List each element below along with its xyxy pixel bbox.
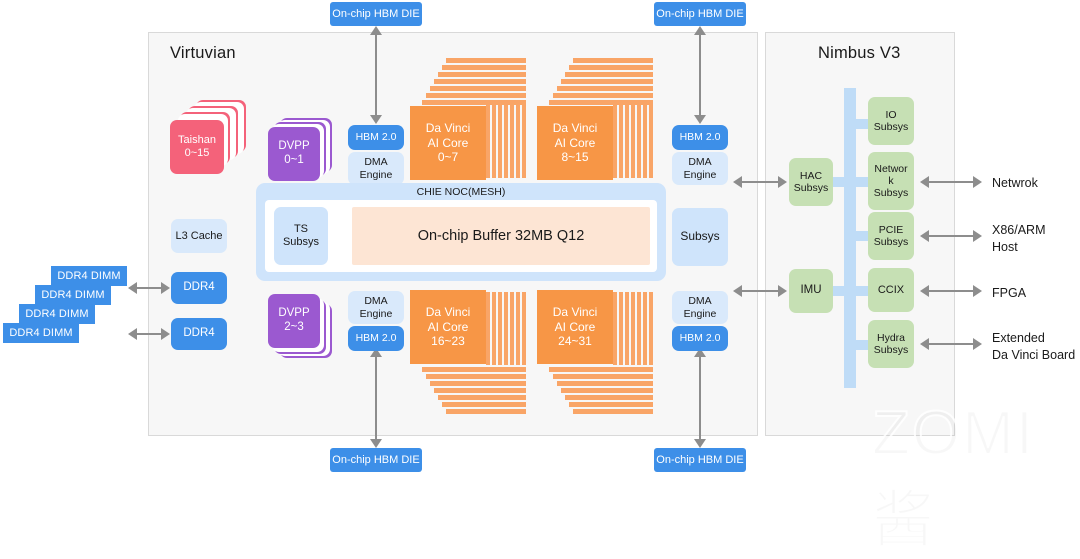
arrow-hbm-bottom-right bbox=[693, 348, 707, 448]
arrow-hbm-bottom-left bbox=[369, 348, 383, 448]
list-item[interactable]: DDR4 DIMM bbox=[51, 266, 127, 286]
arrow-dimm-ddr4-b bbox=[128, 327, 170, 341]
dma-bottom-right[interactable]: DMA Engine bbox=[672, 291, 728, 324]
on-chip-buffer[interactable]: On-chip Buffer 32MB Q12 bbox=[352, 207, 650, 265]
virtuvian-title: Virtuvian bbox=[170, 44, 236, 62]
hbm-bottom-left[interactable]: HBM 2.0 bbox=[348, 326, 404, 351]
io-subsys[interactable]: IO Subsys bbox=[868, 97, 914, 145]
noc-label: CHIE NOC(MESH) bbox=[416, 186, 506, 198]
network-subsys[interactable]: Networ k Subsys bbox=[868, 152, 914, 210]
hbm-die-top-right[interactable]: On-chip HBM DIE bbox=[654, 2, 746, 26]
ai-core-1-stack[interactable]: Da Vinci AI Core 8~15 bbox=[537, 58, 662, 183]
dma-top-left[interactable]: DMA Engine bbox=[348, 152, 404, 185]
hbm-die-top-left[interactable]: On-chip HBM DIE bbox=[330, 2, 422, 26]
ai-core-3-stack[interactable]: Da Vinci AI Core 24~31 bbox=[537, 290, 662, 415]
arrow-hbm-top-right bbox=[693, 26, 707, 124]
nimbus-bus-stub-io bbox=[844, 119, 870, 129]
external-host-label: X86/ARM Host bbox=[992, 223, 1046, 254]
l3-cache[interactable]: L3 Cache bbox=[171, 219, 227, 253]
chie-noc-mesh: CHIE NOC(MESH) TS Subsys On-chip Buffer … bbox=[256, 183, 666, 281]
arrow-extended-external bbox=[920, 337, 982, 351]
hbm-top-left[interactable]: HBM 2.0 bbox=[348, 125, 404, 150]
arrow-virtuvian-imu bbox=[733, 284, 787, 298]
taishan-stack[interactable]: Taishan 0~15 bbox=[170, 100, 248, 176]
hbm-top-right[interactable]: HBM 2.0 bbox=[672, 125, 728, 150]
ddr4-dimm-stack[interactable]: DDR4 DIMM DDR4 DIMM DDR4 DIMM DDR4 DIMM bbox=[2, 266, 147, 346]
hbm-bottom-right[interactable]: HBM 2.0 bbox=[672, 326, 728, 351]
dma-top-right[interactable]: DMA Engine bbox=[672, 152, 728, 185]
ai-core-3-label: Da Vinci AI Core 24~31 bbox=[537, 290, 613, 364]
right-subsys[interactable]: Subsys bbox=[672, 208, 728, 266]
imu[interactable]: IMU bbox=[789, 269, 833, 313]
dvpp-top-label: DVPP 0~1 bbox=[268, 127, 320, 181]
taishan-label: Taishan 0~15 bbox=[170, 120, 224, 174]
ai-core-2-label: Da Vinci AI Core 16~23 bbox=[410, 290, 486, 364]
ddr4-controller-b[interactable]: DDR4 bbox=[171, 318, 227, 350]
external-extended-label: Extended Da Vinci Board bbox=[992, 331, 1076, 362]
ddr4-controller-a[interactable]: DDR4 bbox=[171, 272, 227, 304]
hbm-die-bottom-left[interactable]: On-chip HBM DIE bbox=[330, 448, 422, 472]
dma-bottom-left[interactable]: DMA Engine bbox=[348, 291, 404, 324]
ai-core-1-label: Da Vinci AI Core 8~15 bbox=[537, 106, 613, 180]
hbm-die-bottom-right[interactable]: On-chip HBM DIE bbox=[654, 448, 746, 472]
arrow-dimm-ddr4-a bbox=[128, 281, 170, 295]
nimbus-bus-stub-ccix bbox=[828, 286, 870, 296]
nimbus-title: Nimbus V3 bbox=[818, 44, 901, 62]
nimbus-bus-stub-pcie bbox=[844, 231, 870, 241]
hac-subsys[interactable]: HAC Subsys bbox=[789, 158, 833, 206]
arrow-network-external bbox=[920, 175, 982, 189]
arrow-host-external bbox=[920, 229, 982, 243]
dvpp-bottom-stack[interactable]: DVPP 2~3 bbox=[268, 294, 338, 360]
pcie-subsys[interactable]: PCIE Subsys bbox=[868, 212, 914, 260]
nimbus-bus-stub-hydra bbox=[844, 340, 870, 350]
external-fpga-label: FPGA bbox=[992, 286, 1027, 300]
external-network-label: Netwrok bbox=[992, 176, 1038, 190]
list-item[interactable]: DDR4 DIMM bbox=[19, 304, 95, 324]
dvpp-top-stack[interactable]: DVPP 0~1 bbox=[268, 118, 338, 184]
ai-core-2-stack[interactable]: Da Vinci AI Core 16~23 bbox=[410, 290, 535, 415]
arrow-virtuvian-hac bbox=[733, 175, 787, 189]
nimbus-bus-stub-network bbox=[828, 177, 870, 187]
dvpp-bottom-label: DVPP 2~3 bbox=[268, 294, 320, 348]
ts-subsys[interactable]: TS Subsys bbox=[274, 207, 328, 265]
ai-core-0-stack[interactable]: Da Vinci AI Core 0~7 bbox=[410, 58, 535, 183]
hydra-subsys[interactable]: Hydra Subsys bbox=[868, 320, 914, 368]
list-item[interactable]: DDR4 DIMM bbox=[3, 323, 79, 343]
list-item[interactable]: DDR4 DIMM bbox=[35, 285, 111, 305]
arrow-hbm-top-left bbox=[369, 26, 383, 124]
ai-core-0-label: Da Vinci AI Core 0~7 bbox=[410, 106, 486, 180]
arrow-fpga-external bbox=[920, 284, 982, 298]
ccix[interactable]: CCIX bbox=[868, 268, 914, 312]
